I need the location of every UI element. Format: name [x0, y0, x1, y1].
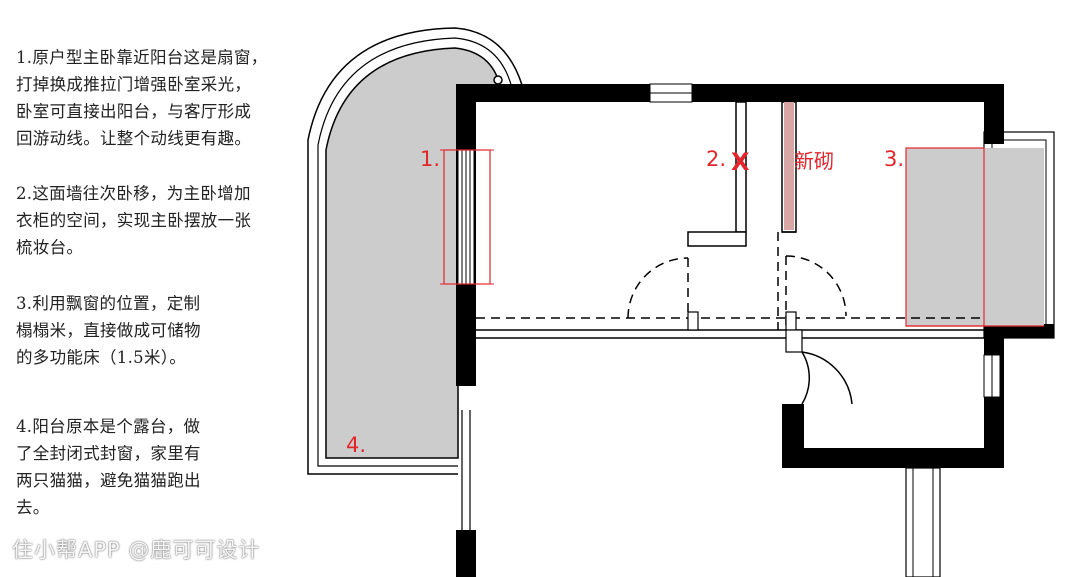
balcony-inner-frame [317, 37, 513, 467]
marker-1-label: 1. [420, 147, 440, 171]
marker-3-label: 3. [884, 147, 904, 171]
note-1: 1.原户型主卧靠近阳台这是扇窗， 打掉换成推拉门增强卧室采光， 卧室可直接出阳台… [16, 48, 268, 148]
door-swing-right [785, 255, 847, 317]
new-wall-fill [784, 102, 794, 230]
note-3: 3.利用飘窗的位置，定制 榻榻米，直接做成可储物 的多功能床（1.5米）。 [16, 294, 201, 367]
balcony-post [493, 75, 503, 85]
wall-top [456, 84, 1004, 102]
wall-right [984, 84, 1004, 144]
marker-2-label: 2. [706, 147, 726, 171]
watermark: 住小帮APP @鹿可可设计 [12, 538, 261, 562]
marker-2-cross: X [731, 148, 750, 176]
door-swing-left [627, 257, 689, 319]
marker-4-label: 4. [346, 433, 366, 457]
door-swing-bath [801, 351, 811, 405]
new-wall-label: 新砌 [794, 149, 834, 173]
balcony-outer-frame [307, 27, 523, 475]
tatami-bed [906, 148, 1044, 326]
note-4: 4.阳台原本是个露台，做 了全封闭式封窗，家里有 两只猫猫，避免猫猫跑出 去。 [16, 417, 201, 517]
note-2: 2.这面墙往次卧移，为主卧增加 衣柜的空间，实现主卧摆放一张 梳妆台。 [16, 184, 252, 257]
